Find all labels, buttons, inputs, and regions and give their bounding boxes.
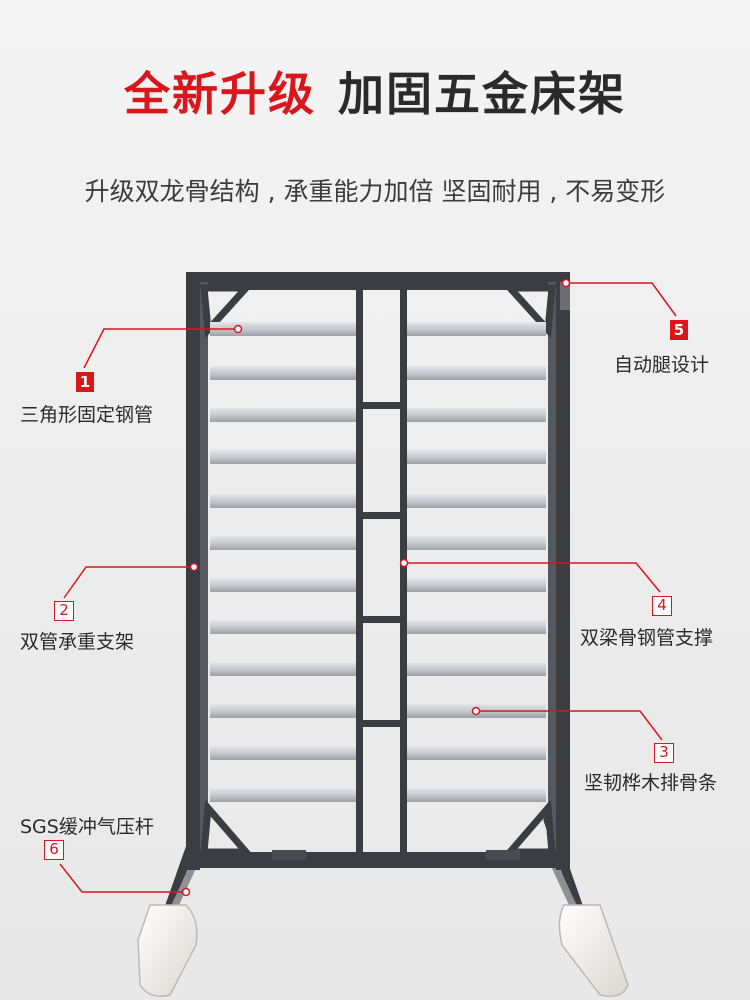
callout-line-4 — [404, 562, 661, 593]
callout-label-2: 双管承重支架 — [20, 631, 135, 653]
callout-label-3: 坚韧桦木排骨条 — [584, 772, 718, 794]
callout-label-1: 三角形固定钢管 — [20, 404, 154, 426]
callout-dot-2 — [189, 562, 199, 572]
callout-label-6: SGS缓冲气压杆 — [20, 816, 154, 838]
callout-line-2 — [63, 566, 194, 599]
callout-number-4: 4 — [652, 596, 672, 616]
headline-dark: 加固五金床架 — [338, 67, 626, 121]
center-double-beam — [356, 290, 407, 852]
legs — [151, 815, 597, 950]
headline: 全新升级加固五金床架 — [0, 58, 750, 124]
bed-feet — [137, 904, 629, 997]
callout-number-5: 5 — [670, 320, 688, 340]
callout-dots — [181, 278, 571, 897]
callout-line-6 — [59, 863, 186, 893]
headline-red: 全新升级 — [124, 67, 316, 121]
callout-line-5 — [566, 282, 677, 317]
subtitle: 升级双龙骨结构 , 承重能力加倍 坚固耐用 , 不易变形 — [84, 177, 666, 206]
callout-number-6: 6 — [44, 840, 64, 860]
callout-line-3 — [476, 710, 663, 741]
callout-lines — [59, 282, 677, 893]
callout-number-3: 3 — [654, 743, 674, 763]
callout-dot-4 — [399, 558, 409, 568]
callout-number-2: 2 — [54, 601, 74, 621]
callout-number-1: 1 — [76, 372, 94, 392]
callout-line-1 — [83, 328, 238, 369]
callout-dot-3 — [471, 706, 481, 716]
slats-right — [407, 322, 546, 802]
outer-frame — [186, 272, 570, 870]
callout-label-4: 双梁骨钢管支撑 — [580, 627, 714, 649]
slats-left — [210, 322, 356, 802]
callout-label-5: 自动腿设计 — [614, 354, 710, 376]
callout-dot-5 — [561, 278, 571, 288]
callout-dot-6 — [181, 887, 191, 897]
callout-dot-1 — [233, 324, 243, 334]
